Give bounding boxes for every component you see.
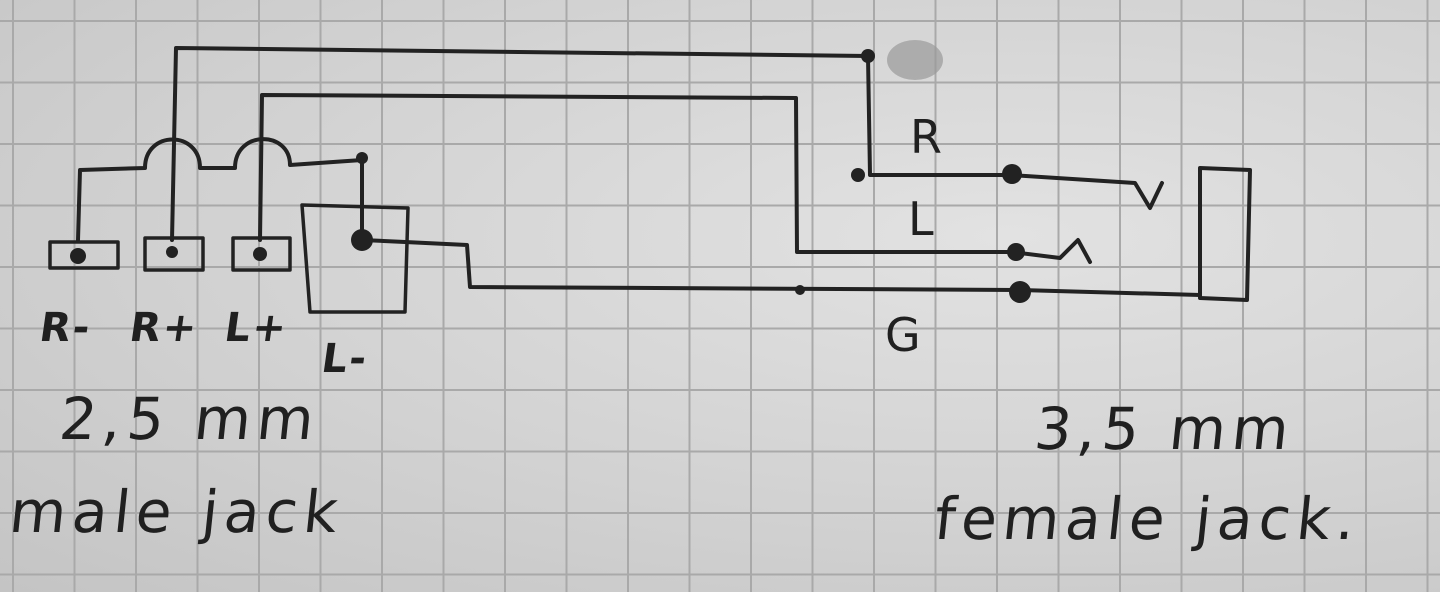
pin-box-l-plus xyxy=(231,236,292,272)
signal-label-l: L xyxy=(908,192,936,246)
wire-right xyxy=(170,46,1164,242)
pin-box-r-minus xyxy=(48,240,120,270)
wire-common-bar xyxy=(76,137,364,242)
smudge xyxy=(887,40,943,80)
female-jack-name: female jack. xyxy=(931,485,1365,553)
terminal-dot xyxy=(795,285,805,295)
terminal-dot xyxy=(70,248,86,264)
terminal-dot xyxy=(351,229,373,251)
pin-box-r-plus xyxy=(143,236,205,272)
terminal-dot xyxy=(356,152,368,164)
pin-label-l-plus: L+ xyxy=(221,305,292,351)
terminal-dot xyxy=(1002,164,1022,184)
pin-label-r-minus: R- xyxy=(36,305,95,351)
pin-label-l-minus: L- xyxy=(318,336,372,382)
pin-box-l-minus xyxy=(300,203,410,314)
signal-label-g: G xyxy=(885,308,923,362)
female-jack-size: 3,5 mm xyxy=(1031,395,1299,463)
signal-label-r: R xyxy=(910,110,944,164)
male-jack-name: male jack xyxy=(6,478,347,546)
terminal-dot xyxy=(166,246,178,258)
female-jack-body xyxy=(1198,166,1252,302)
terminal-dot xyxy=(851,168,865,182)
wire-ground xyxy=(360,238,1202,297)
pin-label-r-plus: R+ xyxy=(126,305,202,351)
wire-left xyxy=(258,93,1092,264)
terminal-dot xyxy=(1009,281,1031,303)
male-jack-size: 2,5 mm xyxy=(56,385,324,453)
terminal-dot xyxy=(1007,243,1025,261)
terminal-dot xyxy=(253,247,267,261)
terminal-dot xyxy=(861,49,875,63)
